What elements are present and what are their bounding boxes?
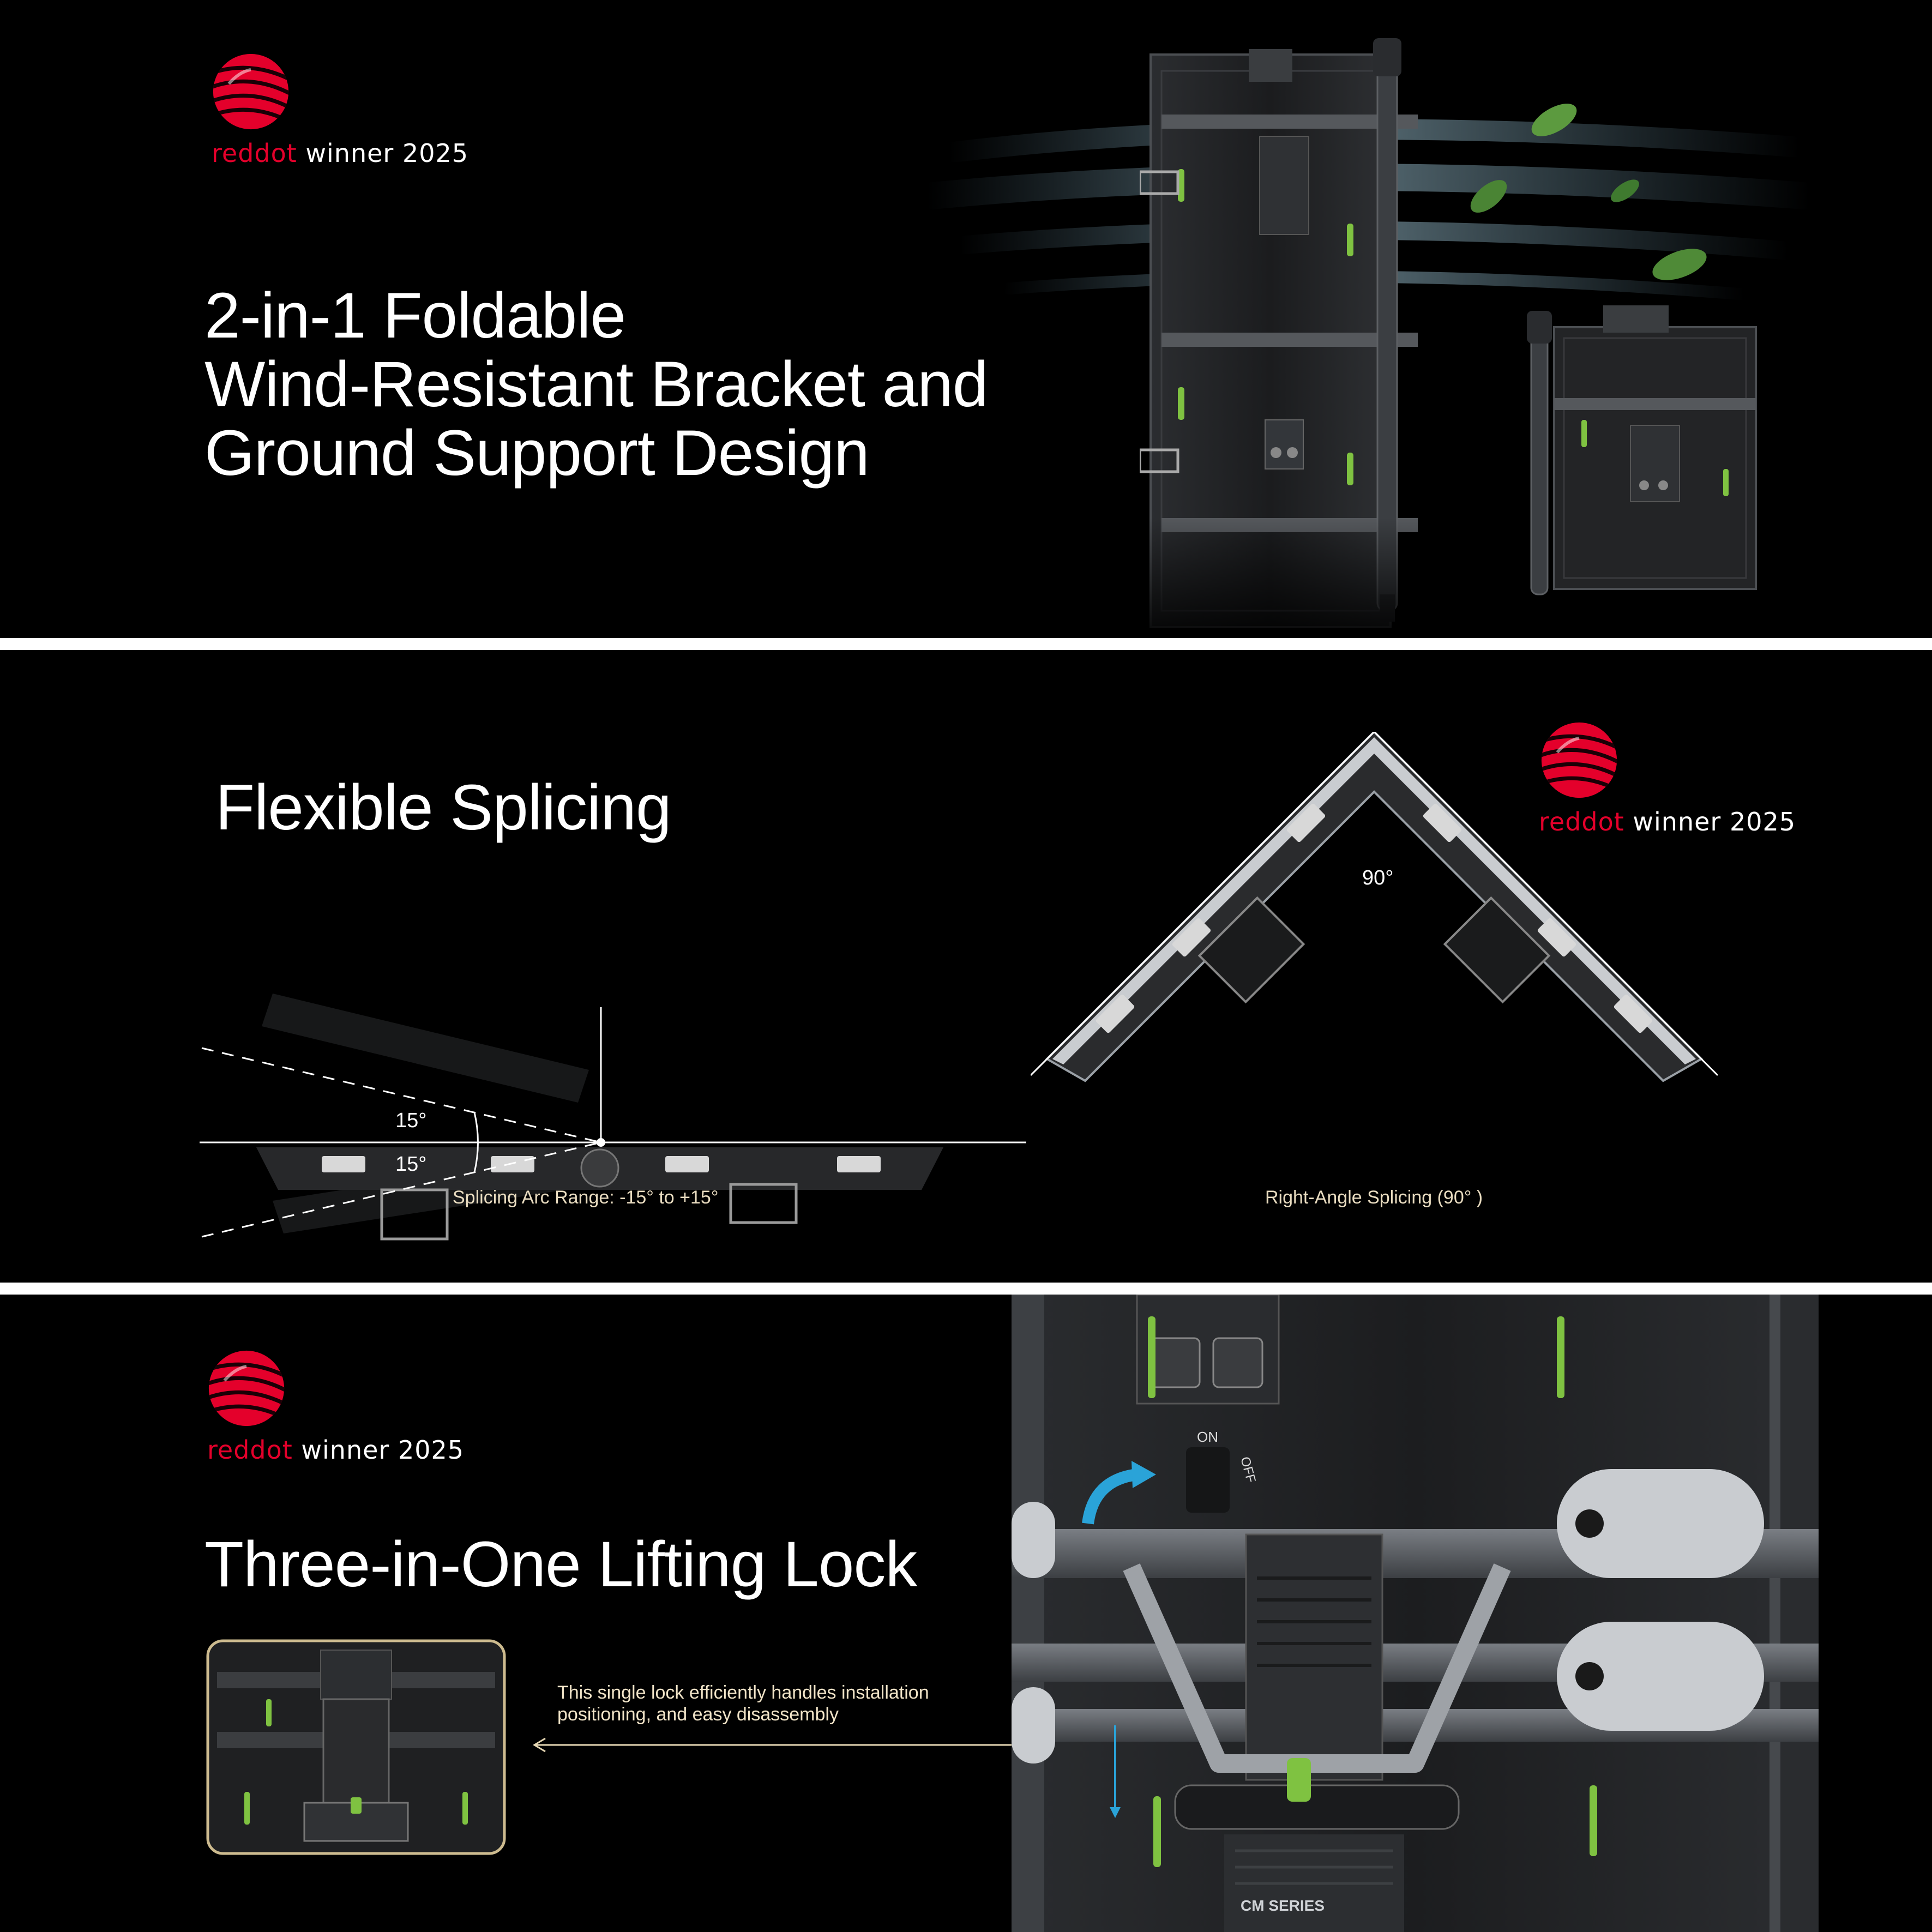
tall-cabinet-image: [1140, 38, 1445, 638]
section-title: 2-in-1 Foldable Wind-Resistant Bracket a…: [204, 281, 988, 487]
right-angle-diagram: 90°: [1031, 732, 1718, 1082]
switch-on-label: ON: [1197, 1429, 1218, 1445]
description-line: positioning, and easy disassembly: [557, 1704, 839, 1725]
section-lifting-lock: reddot winner 2025 Three-in-One Lifting …: [0, 1295, 1932, 1932]
reddot-badge: reddot winner 2025: [1539, 721, 1796, 836]
section-title: Flexible Splicing: [215, 772, 672, 844]
reddot-label: reddot winner 2025: [207, 1435, 465, 1465]
title-line: Ground Support Design: [204, 417, 870, 489]
angle-label-down: 15°: [395, 1153, 426, 1176]
title-line: Wind-Resistant Bracket and: [204, 348, 988, 420]
section-title: Three-in-One Lifting Lock: [204, 1528, 917, 1600]
reddot-label: reddot winner 2025: [212, 139, 469, 168]
caption-right-angle: Right-Angle Splicing (90° ): [1265, 1187, 1483, 1208]
reddot-badge: reddot winner 2025: [207, 1349, 464, 1465]
lifting-lock-closeup-image: ON OFF CM SERIES: [1012, 1295, 1819, 1932]
title-line: 2-in-1 Foldable: [204, 280, 626, 352]
rotate-arrow-icon: [1082, 1468, 1138, 1525]
caption-arc-range: Splicing Arc Range: -15° to +15°: [453, 1187, 719, 1208]
reddot-logo-icon: [213, 53, 289, 130]
angle-label-right: 90°: [1362, 866, 1393, 889]
angle-label-up: 15°: [395, 1109, 426, 1132]
lock-description: This single lock efficiently handles ins…: [557, 1682, 929, 1725]
short-cabinet-image: [1527, 305, 1757, 595]
lock-thumbnail-image: [206, 1639, 506, 1855]
section-flexible-splicing: Flexible Splicing reddot winner 2025: [0, 650, 1932, 1283]
description-line: This single lock efficiently handles ins…: [557, 1682, 929, 1703]
reddot-label: reddot winner 2025: [1539, 807, 1796, 836]
reddot-logo-icon: [1541, 722, 1617, 798]
section-foldable-bracket: reddot winner 2025 2-in-1 Foldable Wind-…: [0, 0, 1932, 638]
reddot-badge: reddot winner 2025: [212, 52, 468, 168]
cm-series-label: CM SERIES: [1241, 1897, 1325, 1914]
arc-range-diagram: 15° 15°: [200, 994, 1026, 1241]
reddot-logo-icon: [208, 1350, 285, 1427]
